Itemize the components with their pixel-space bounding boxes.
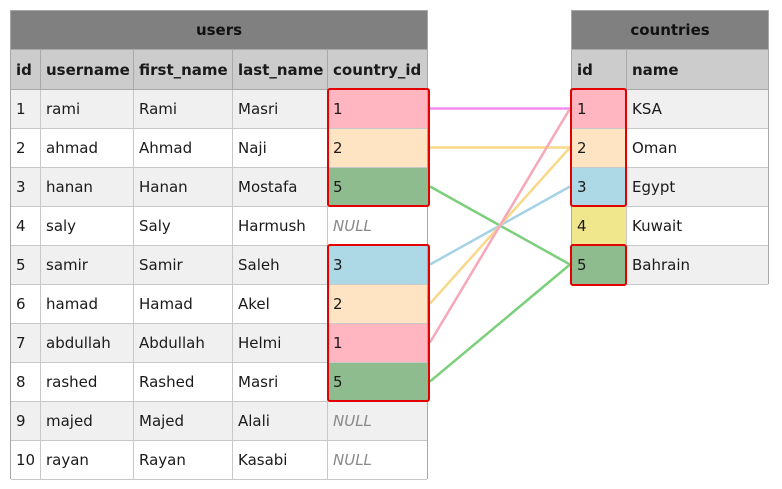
users-cell-username: rami bbox=[41, 90, 134, 128]
countries-header-row: id name bbox=[572, 50, 768, 90]
relationship-line bbox=[428, 107, 572, 344]
users-cell-last-name: Akel bbox=[233, 285, 328, 323]
users-cell-first-name: Rashed bbox=[134, 363, 233, 401]
countries-cell-name: Oman bbox=[632, 139, 678, 157]
users-cell-last-name: Saleh bbox=[233, 246, 328, 284]
users-cell-id: 10 bbox=[11, 441, 41, 479]
users-cell-first-name: Hamad bbox=[134, 285, 233, 323]
users-header-first-name: first_name bbox=[134, 50, 233, 89]
users-cell-username: hamad bbox=[41, 285, 134, 323]
users-table-title: users bbox=[11, 11, 427, 50]
users-cell-last-name: Kasabi bbox=[233, 441, 328, 479]
users-cell-first-name: Abdullah bbox=[134, 324, 233, 362]
users-cell-first-name: Majed bbox=[134, 402, 233, 440]
countries-cell-id: 3 bbox=[572, 168, 627, 206]
users-cell-country-id: 1 bbox=[328, 90, 427, 128]
users-cell-last-name: Alali bbox=[233, 402, 328, 440]
countries-header-id: id bbox=[572, 50, 627, 89]
users-cell-username: hanan bbox=[41, 168, 134, 206]
users-cell-last-name: Naji bbox=[233, 129, 328, 167]
countries-row: 4 Kuwait bbox=[572, 207, 768, 246]
users-cell-username: abdullah bbox=[41, 324, 134, 362]
users-cell-id: 8 bbox=[11, 363, 41, 401]
users-cell-country-id: 5 bbox=[328, 168, 427, 206]
users-cell-country-id: 3 bbox=[328, 246, 427, 284]
users-cell-country-id: NULL bbox=[333, 217, 372, 235]
users-cell-country-id: 1 bbox=[328, 324, 427, 362]
users-cell-first-name: Rami bbox=[134, 90, 233, 128]
users-header-country-id: country_id bbox=[333, 60, 422, 79]
users-cell-last-name: Harmush bbox=[233, 207, 328, 245]
users-cell-id: 3 bbox=[11, 168, 41, 206]
users-cell-id: 2 bbox=[11, 129, 41, 167]
users-cell-last-name: Masri bbox=[233, 363, 328, 401]
users-cell-first-name: Hanan bbox=[134, 168, 233, 206]
users-cell-last-name: Masri bbox=[233, 90, 328, 128]
users-cell-id: 5 bbox=[11, 246, 41, 284]
countries-cell-id: 5 bbox=[572, 246, 627, 284]
users-cell-first-name: Saly bbox=[134, 207, 233, 245]
countries-row: 3 Egypt bbox=[572, 168, 768, 207]
countries-header-name: name bbox=[632, 60, 679, 79]
users-cell-id: 1 bbox=[11, 90, 41, 128]
countries-cell-id: 4 bbox=[572, 207, 627, 245]
countries-cell-id: 2 bbox=[572, 129, 627, 167]
users-cell-first-name: Rayan bbox=[134, 441, 233, 479]
users-cell-id: 4 bbox=[11, 207, 41, 245]
countries-table: countries id name 1 KSA 2 Oman 3 Egypt 4 Kuwait… bbox=[571, 10, 769, 285]
countries-row: 2 Oman bbox=[572, 129, 768, 168]
countries-cell-name: Bahrain bbox=[632, 256, 691, 274]
users-cell-country-id: NULL bbox=[333, 412, 372, 430]
users-cell-country-id: 5 bbox=[328, 363, 427, 401]
users-header-row: id username first_name last_name country… bbox=[11, 50, 427, 90]
users-header-last-name: last_name bbox=[233, 50, 328, 89]
users-cell-username: saly bbox=[41, 207, 134, 245]
users-cell-username: majed bbox=[41, 402, 134, 440]
users-cell-id: 7 bbox=[11, 324, 41, 362]
users-cell-username: rashed bbox=[41, 363, 134, 401]
countries-row: 5 Bahrain bbox=[572, 246, 768, 285]
users-cell-first-name: Samir bbox=[134, 246, 233, 284]
countries-row: 1 KSA bbox=[572, 90, 768, 129]
countries-cell-name: Kuwait bbox=[632, 217, 683, 235]
users-header-id: id bbox=[11, 50, 41, 89]
users-cell-country-id: NULL bbox=[333, 451, 372, 469]
users-cell-username: samir bbox=[41, 246, 134, 284]
users-cell-last-name: Mostafa bbox=[233, 168, 328, 206]
users-cell-username: rayan bbox=[41, 441, 134, 479]
users-table: users id username first_name last_name c… bbox=[10, 10, 428, 480]
users-header-username: username bbox=[41, 50, 134, 89]
users-cell-id: 6 bbox=[11, 285, 41, 323]
users-cell-id: 9 bbox=[11, 402, 41, 440]
users-cell-username: ahmad bbox=[41, 129, 134, 167]
users-cell-first-name: Ahmad bbox=[134, 129, 233, 167]
countries-cell-id: 1 bbox=[572, 90, 627, 128]
users-cell-last-name: Helmi bbox=[233, 324, 328, 362]
users-cell-country-id: 2 bbox=[328, 285, 427, 323]
countries-table-title: countries bbox=[572, 11, 768, 50]
countries-cell-name: Egypt bbox=[632, 178, 676, 196]
relationship-line bbox=[429, 263, 571, 383]
countries-cell-name: KSA bbox=[632, 100, 662, 118]
users-cell-country-id: 2 bbox=[328, 129, 427, 167]
